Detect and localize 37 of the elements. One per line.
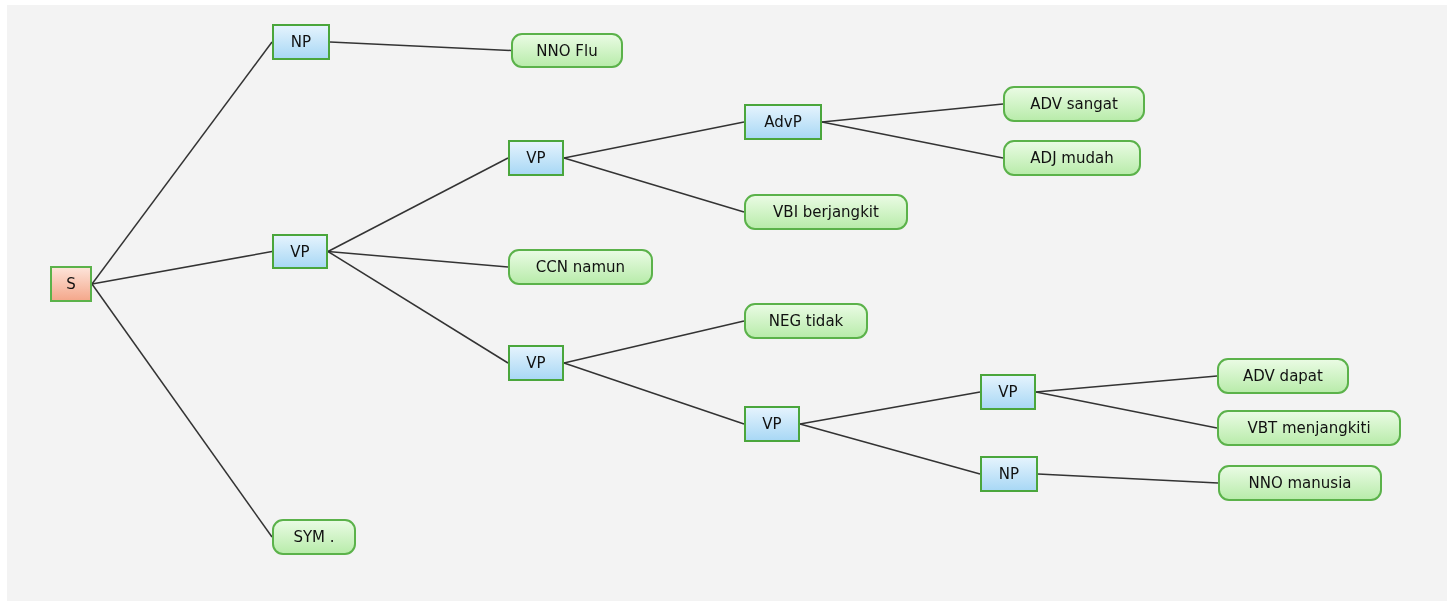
tree-branch-line	[563, 121, 745, 159]
tree-branch-line	[821, 103, 1004, 123]
tree-branch-line	[91, 41, 273, 285]
tree-branch-line	[821, 121, 1004, 159]
tree-branch-line	[1037, 473, 1219, 484]
tree-branch-line	[329, 41, 512, 52]
phrase-node-box: VP	[508, 345, 564, 381]
tree-branch-line	[327, 250, 509, 268]
phrase-node-box: VP	[508, 140, 564, 176]
tree-branch-line	[1035, 391, 1218, 429]
word-node-pill: VBI berjangkit	[744, 194, 908, 230]
phrase-node-box: VP	[744, 406, 800, 442]
tree-branch-line	[563, 157, 745, 213]
tree-branch-line	[91, 250, 273, 285]
word-node-pill: VBT menjangkiti	[1217, 410, 1401, 446]
tree-branch-line	[327, 250, 509, 364]
root-node-box: S	[50, 266, 92, 302]
word-node-pill: NEG tidak	[744, 303, 868, 339]
tree-branch-line	[799, 391, 981, 425]
word-node-pill: CCN namun	[508, 249, 653, 285]
word-node-pill: ADJ mudah	[1003, 140, 1141, 176]
tree-branch-line	[91, 283, 273, 538]
word-node-pill: NNO Flu	[511, 33, 623, 68]
word-node-pill: SYM .	[272, 519, 356, 555]
tree-branch-line	[563, 362, 745, 425]
phrase-node-box: NP	[272, 24, 330, 60]
phrase-node-box: VP	[272, 234, 328, 269]
phrase-node-box: AdvP	[744, 104, 822, 140]
phrase-node-box: VP	[980, 374, 1036, 410]
phrase-node-box: NP	[980, 456, 1038, 492]
word-node-pill: ADV dapat	[1217, 358, 1349, 394]
word-node-pill: NNO manusia	[1218, 465, 1382, 501]
tree-branch-line	[799, 423, 981, 475]
tree-branch-line	[327, 157, 509, 253]
tree-branch-line	[563, 320, 745, 364]
word-node-pill: ADV sangat	[1003, 86, 1145, 122]
tree-branch-line	[1035, 375, 1218, 393]
